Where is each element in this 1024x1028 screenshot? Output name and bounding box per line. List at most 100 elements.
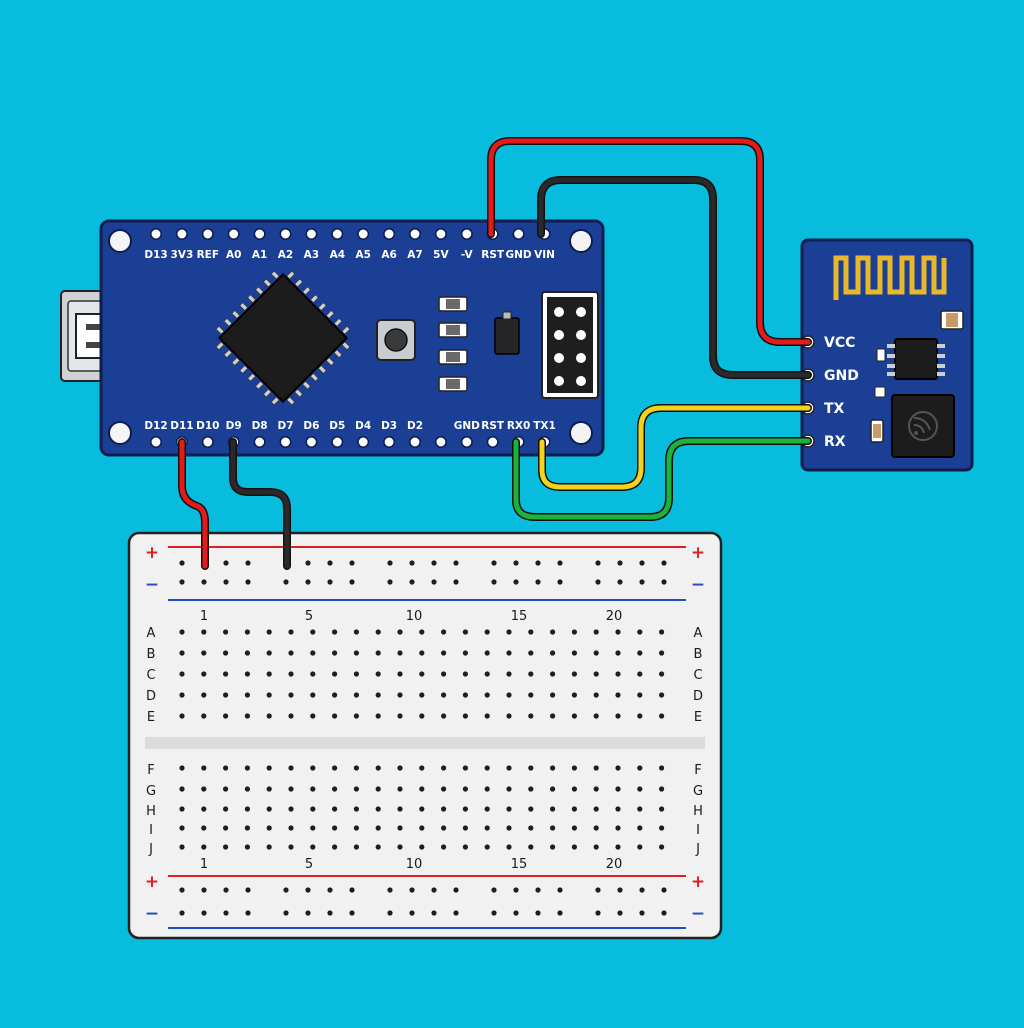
breadboard-hole — [659, 806, 665, 812]
breadboard-hole — [327, 910, 333, 916]
breadboard-hole — [615, 650, 621, 656]
row-letter: G — [146, 784, 156, 799]
chip-pin — [333, 349, 343, 358]
chip-pin — [263, 388, 272, 398]
breadboard-hole — [332, 844, 338, 850]
breadboard-hole — [593, 806, 599, 812]
nano-header-pin — [253, 436, 266, 448]
breadboard-hole — [595, 579, 601, 585]
breadboard-hole — [332, 825, 338, 831]
chip-pin — [317, 302, 327, 311]
breadboard-hole — [528, 786, 534, 792]
column-number: 10 — [406, 609, 423, 624]
breadboard-hole — [637, 825, 643, 831]
breadboard-hole — [441, 786, 447, 792]
breadboard-hole — [484, 825, 490, 831]
nano-pin-label: TX1 — [533, 420, 556, 432]
breadboard-hole — [305, 579, 311, 585]
voltage-regulator — [494, 317, 520, 355]
breadboard-hole — [353, 786, 359, 792]
breadboard-hole — [349, 560, 355, 566]
chip-pin — [325, 310, 335, 319]
nano-header-pin — [150, 228, 162, 240]
wires — [178, 137, 812, 570]
breadboard-hole — [387, 887, 393, 893]
chip-pin — [263, 278, 272, 288]
breadboard-hole — [201, 910, 207, 916]
nano-header-pin — [409, 228, 421, 240]
breadboard-hole — [431, 579, 437, 585]
breadboard-hole — [375, 825, 381, 831]
breadboard-hole — [223, 825, 229, 831]
breadboard-hole — [484, 692, 490, 698]
breadboard-hole — [571, 844, 578, 850]
breadboard-hole — [244, 786, 250, 792]
breadboard-hole — [288, 844, 294, 850]
breadboard-hole — [283, 910, 289, 916]
nano-pin-label: D4 — [355, 420, 371, 432]
chip-pin — [270, 396, 280, 406]
chip-pin — [286, 270, 296, 280]
breadboard-hole — [266, 692, 272, 698]
breadboard-hole — [491, 910, 497, 916]
breadboard-hole — [535, 560, 541, 566]
breadboard-hole — [419, 825, 425, 831]
breadboard-hole — [310, 650, 316, 656]
chip-pin — [286, 396, 296, 406]
breadboard-hole — [557, 560, 563, 566]
breadboard-hole — [550, 825, 556, 831]
row-letter: J — [148, 842, 153, 857]
breadboard-hole — [431, 560, 437, 566]
rail-plus-symbol: + — [691, 543, 705, 563]
esp-pin-label: RX — [824, 434, 846, 450]
breadboard-hole — [441, 629, 447, 635]
breadboard-hole — [637, 629, 643, 635]
breadboard-hole — [617, 560, 623, 566]
nano-pin-label: D7 — [277, 420, 293, 432]
breadboard-hole — [387, 579, 393, 585]
breadboard-hole — [310, 713, 316, 719]
nano-pin-label: D11 — [170, 420, 193, 432]
breadboard-hole — [288, 671, 294, 677]
breadboard-hole — [659, 844, 665, 850]
column-number: 5 — [305, 609, 313, 624]
column-number: 1 — [200, 609, 208, 624]
breadboard-hole — [535, 579, 541, 585]
nano-header-pin — [383, 436, 396, 448]
breadboard-hole — [201, 579, 207, 585]
breadboard-hole — [637, 765, 643, 771]
breadboard-hole — [223, 844, 229, 850]
breadboard-hole — [201, 806, 207, 812]
breadboard-hole — [397, 765, 403, 771]
breadboard-hole — [201, 650, 207, 656]
chip-pin — [215, 325, 225, 335]
breadboard-hole — [506, 671, 512, 677]
breadboard-hole — [201, 844, 207, 850]
breadboard-hole — [223, 786, 229, 792]
breadboard-hole — [375, 671, 381, 677]
breadboard-hole — [387, 910, 393, 916]
breadboard-hole — [419, 786, 425, 792]
breadboard-hole — [550, 844, 556, 850]
nano-header-pin — [331, 228, 344, 240]
breadboard-hole — [375, 629, 381, 635]
breadboard-hole — [535, 887, 541, 893]
breadboard-hole — [332, 692, 338, 698]
breadboard-hole — [179, 806, 185, 812]
breadboard-hole — [484, 650, 490, 656]
breadboard-hole — [659, 765, 665, 771]
breadboard-hole — [353, 713, 359, 719]
reset-button — [376, 319, 416, 361]
breadboard-hole — [288, 692, 294, 698]
reset-button-cap — [384, 328, 408, 352]
smd-part — [876, 348, 886, 362]
mounting-hole — [569, 229, 593, 253]
breadboard-hole — [528, 765, 534, 771]
breadboard-hole — [528, 825, 534, 831]
breadboard: + + − − + + − − 1 5 10 15 20 1 5 10 15 2… — [127, 531, 723, 940]
breadboard-hole — [353, 671, 359, 677]
pcb-antenna-trace — [833, 255, 947, 300]
breadboard-hole — [353, 844, 359, 850]
